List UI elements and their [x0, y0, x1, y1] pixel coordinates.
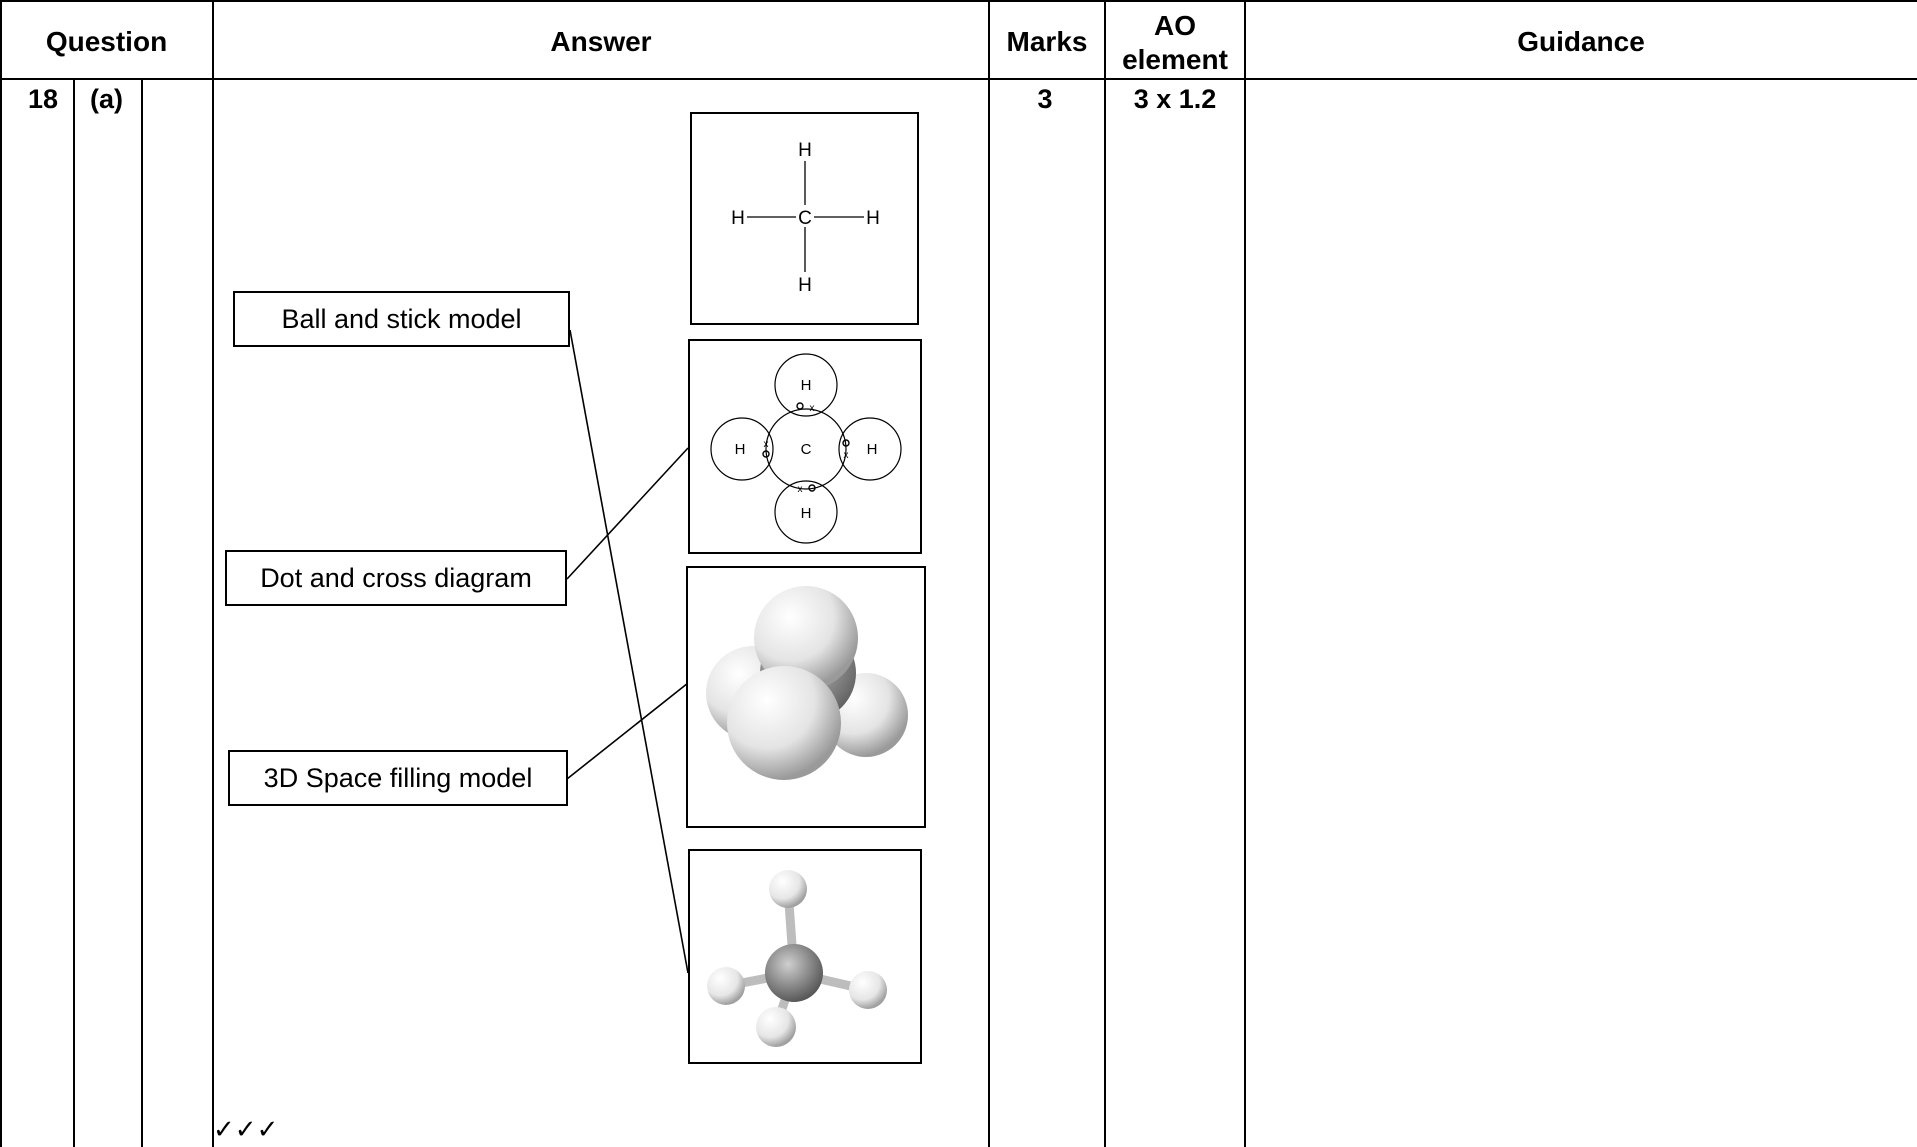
header-bottom-border	[0, 78, 1917, 80]
dc-atom-h-top: H	[801, 377, 812, 394]
header-answer: Answer	[550, 26, 652, 57]
ao-value: 3 x 1.2	[1133, 84, 1217, 114]
col-border-answer	[988, 0, 990, 1147]
col-border-q2	[141, 79, 143, 1147]
header-marks: Marks	[1006, 26, 1088, 57]
tick-marks: ✓✓✓	[213, 1114, 279, 1144]
marks-value: 3	[1037, 84, 1053, 114]
methane-ball-stick-model	[707, 870, 887, 1047]
question-part: (a)	[90, 84, 123, 114]
col-border-marks	[1104, 0, 1106, 1147]
question-number: 18	[28, 84, 59, 114]
dc-atom-h-bottom: H	[801, 505, 812, 522]
col-border-q1	[73, 79, 75, 1147]
dot-and-cross-picture: H H H H C x x x x	[688, 339, 922, 554]
dc-atom-h-left: H	[735, 441, 746, 458]
connector-ball-stick	[569, 329, 689, 974]
atom-h-bottom: H	[798, 275, 812, 296]
col-border-ao	[1244, 0, 1246, 1147]
dc-cross-right: x	[844, 450, 849, 461]
header-question: Question	[45, 26, 168, 57]
header-guidance: Guidance	[1517, 26, 1645, 57]
dc-cross-bottom: x	[798, 484, 803, 495]
dc-cross-left: x	[764, 439, 769, 450]
dc-cross-top: x	[810, 403, 815, 414]
dc-atom-c: C	[801, 441, 812, 458]
atom-h-right: H	[866, 208, 880, 229]
col-border-left	[0, 0, 2, 1147]
displayed-formula-picture: H C H H H	[690, 112, 919, 325]
atom-h-top: H	[798, 140, 812, 161]
methane-space-filling-model	[706, 586, 908, 780]
methane-structural-formula: H C H H H	[731, 140, 880, 296]
connector-space-filling	[566, 682, 689, 780]
label-dot-and-cross: Dot and cross diagram	[225, 550, 567, 606]
col-border-question	[212, 0, 214, 1147]
ball-and-stick-picture	[688, 849, 922, 1064]
table-top-border	[0, 0, 1917, 2]
methane-dot-cross-diagram: H H H H C x x x x	[710, 353, 902, 544]
atom-c-centre: C	[798, 208, 812, 229]
header-ao-line1: AO	[1154, 10, 1196, 41]
atom-h-left: H	[731, 208, 745, 229]
space-filling-picture	[686, 566, 926, 828]
header-ao-line2: element	[1122, 44, 1228, 75]
dc-atom-h-right: H	[867, 441, 878, 458]
connector-dot-cross	[566, 447, 689, 580]
label-ball-and-stick: Ball and stick model	[233, 291, 570, 347]
label-space-filling: 3D Space filling model	[228, 750, 568, 806]
